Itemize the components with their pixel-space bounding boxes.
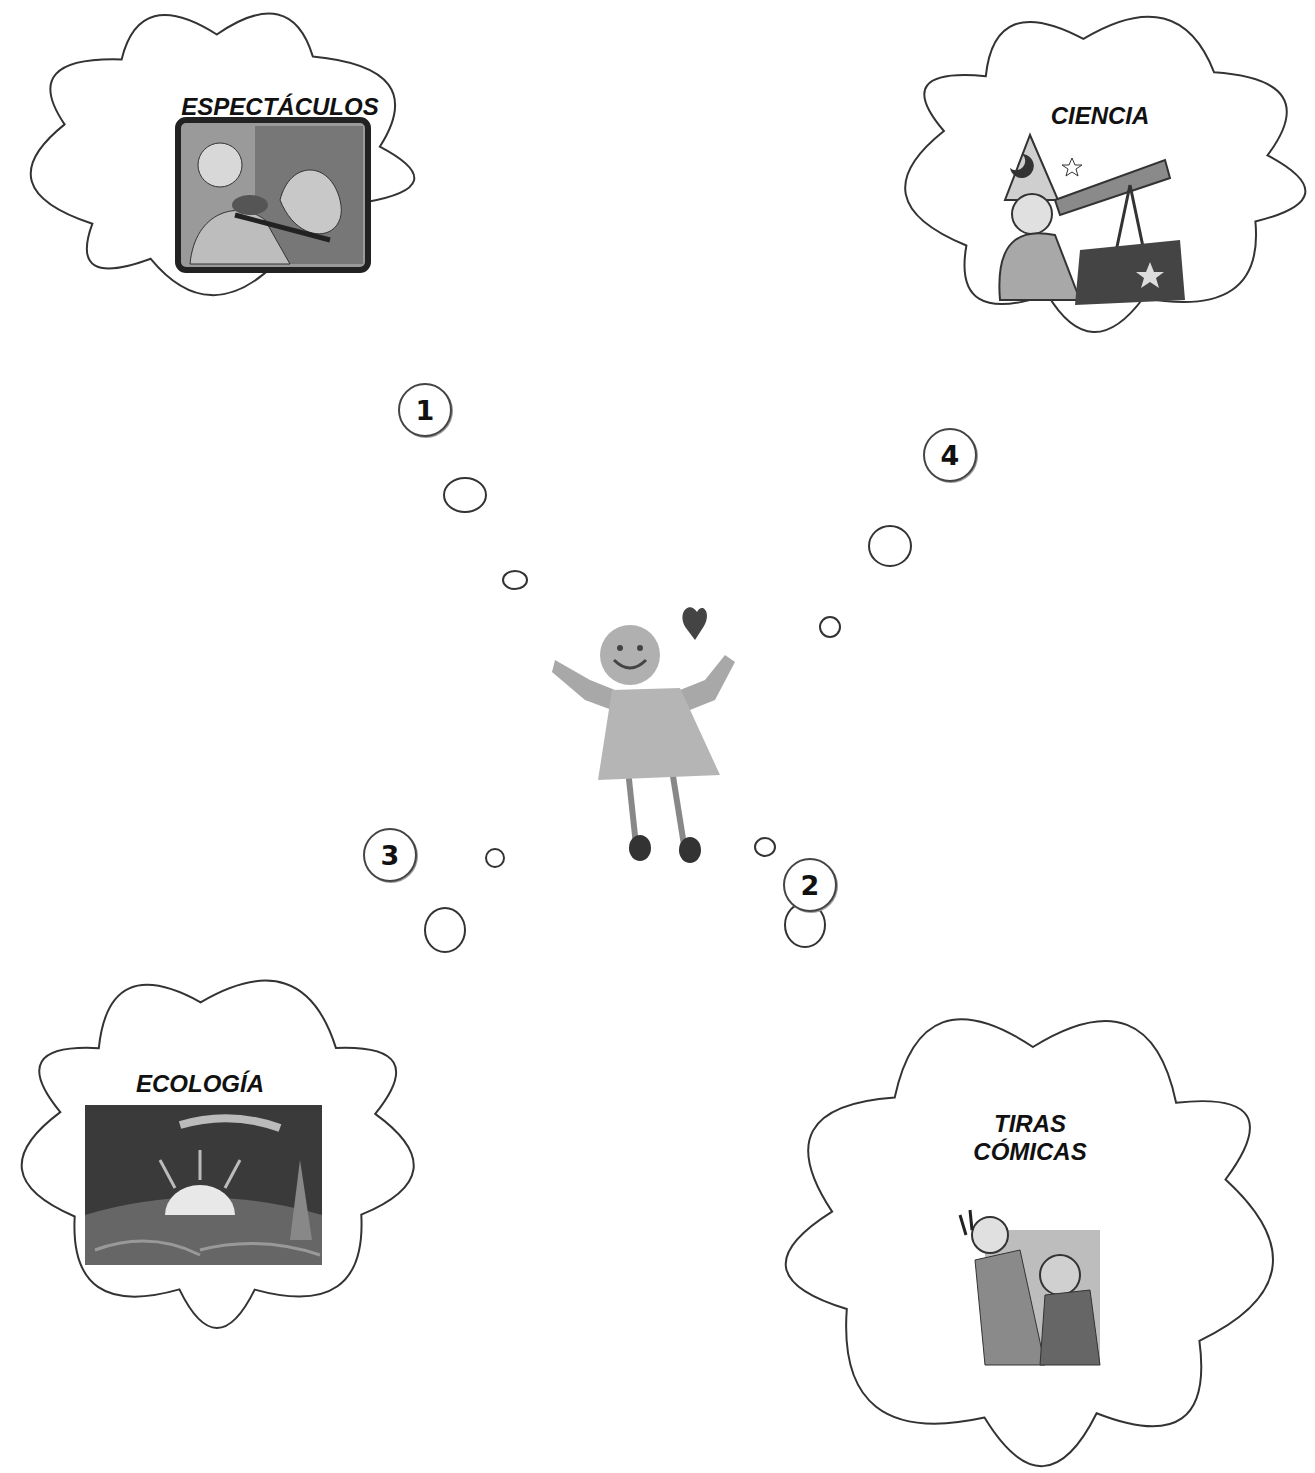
tripod [1110, 185, 1150, 280]
eye [637, 645, 643, 651]
panel-backdrop [985, 1230, 1100, 1365]
leg [672, 770, 684, 845]
child-figure [552, 607, 735, 863]
topic-title: TIRAS CÓMICAS [950, 1110, 1110, 1166]
wizard-head [1012, 194, 1052, 234]
cloud-shape [786, 1019, 1273, 1466]
cloud-shape [31, 13, 415, 295]
topic-title: ESPECTÁCULOS [160, 93, 400, 121]
star [1136, 262, 1164, 288]
thought-bubble [755, 838, 775, 856]
foot [679, 837, 701, 863]
thought-bubble [425, 908, 465, 952]
eye [617, 645, 623, 651]
callout-number: 3 [381, 840, 400, 871]
character-body [975, 1250, 1045, 1365]
bubble-chain [425, 478, 911, 952]
topic-title: CIENCIA [980, 102, 1220, 130]
science-picture [999, 135, 1185, 305]
callout-number: 4 [941, 440, 960, 471]
violin-bow [235, 215, 330, 240]
callout-circle: 3 [363, 828, 417, 882]
star [1062, 158, 1082, 176]
wizard-hat [1005, 135, 1058, 200]
thought-bubble [503, 571, 527, 589]
grass [95, 1241, 320, 1255]
heart [683, 607, 707, 640]
picture-frame [178, 120, 368, 270]
thought-cloud: TIRAS CÓMICAS [780, 1000, 1285, 1470]
comic-picture [960, 1210, 1100, 1365]
hills [85, 1198, 322, 1266]
backdrop [255, 126, 363, 264]
character-head [1040, 1255, 1080, 1295]
cloud-streak [180, 1118, 280, 1128]
tree [290, 1160, 312, 1240]
cloud-outline [895, 5, 1310, 335]
telescope [1055, 160, 1170, 215]
leg [628, 770, 636, 845]
head [600, 625, 660, 685]
smile [614, 660, 646, 668]
thought-bubble [820, 617, 840, 637]
foot [629, 835, 651, 861]
dress [598, 688, 720, 780]
thought-cloud: ESPECTÁCULOS [20, 5, 420, 300]
shows-picture [178, 120, 368, 270]
heart-shape [280, 170, 341, 234]
callout-number: 2 [801, 870, 820, 901]
wizard-robe [999, 233, 1080, 300]
cloud-shape [22, 981, 414, 1328]
cloud-shape [905, 17, 1305, 332]
moon [1010, 154, 1034, 178]
surprise-marks [960, 1210, 972, 1235]
thought-cloud: ECOLOGÍA [15, 965, 420, 1330]
cloud-outline [780, 1000, 1285, 1470]
ecology-picture [85, 1105, 322, 1265]
character-head [972, 1217, 1008, 1253]
thought-bubble [486, 849, 504, 867]
cloud-outline [15, 965, 420, 1330]
topic-title: ECOLOGÍA [80, 1070, 320, 1098]
star-chest [1075, 240, 1185, 305]
callout-circle: 1 [398, 383, 452, 437]
callout-circle: 4 [923, 428, 977, 482]
sun [165, 1185, 235, 1215]
callout-number: 1 [416, 395, 435, 426]
thought-bubble [869, 526, 911, 566]
thought-cloud: CIENCIA [895, 5, 1310, 335]
character-body [1040, 1290, 1100, 1365]
arm [680, 655, 735, 712]
picture-frame [85, 1105, 322, 1265]
thought-bubble [444, 478, 486, 512]
callout-circle: 2 [783, 858, 837, 912]
cloud-outline [20, 5, 420, 300]
musician-body [190, 210, 290, 264]
musician-head [198, 143, 242, 187]
violin [232, 195, 268, 215]
sun-rays [160, 1150, 240, 1188]
